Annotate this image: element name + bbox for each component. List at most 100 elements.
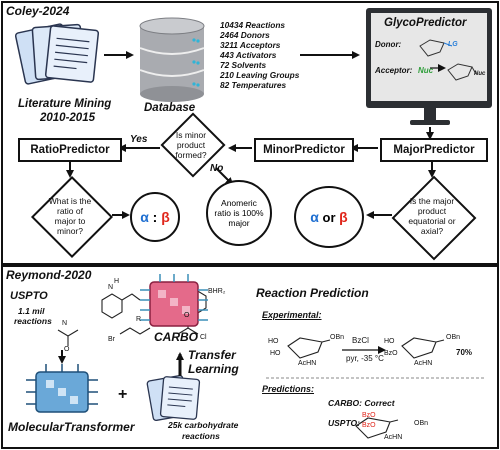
database-label: Database — [144, 102, 196, 114]
plus-sign: + — [118, 386, 128, 403]
anomeric-line2: ratio is 100% — [214, 208, 264, 218]
major-q-line4: axial? — [420, 226, 444, 236]
uspto-obn-label: OBn — [414, 420, 429, 427]
database-icon — [139, 17, 205, 102]
donor-label: Donor: — [375, 40, 402, 49]
uspto-prediction-label: USPTO: — [328, 418, 360, 428]
carbo-label: CARBO — [154, 330, 198, 344]
mol-o-label: O — [64, 346, 70, 353]
major-q-line2: product — [417, 206, 447, 216]
ratio-decision-text: What is the ratio of major to minor? — [38, 196, 102, 236]
literature-years-label: 2010-2015 — [40, 112, 95, 124]
major-q-line3: equatorial or — [408, 216, 456, 226]
exp-ho-label-2: HO — [270, 350, 281, 357]
learning-label: Learning — [188, 362, 239, 376]
mol-n-label: N — [108, 284, 114, 291]
anomeric-line1: Anomeric — [221, 198, 257, 208]
stat-solvents: 72 Solvents — [220, 60, 267, 70]
prod-achn-label: AcHN — [414, 360, 433, 367]
exp-ho-label: HO — [268, 338, 279, 345]
no-label: No — [210, 163, 224, 174]
top-panel — [1, 1, 499, 265]
predictions-label: Predictions: — [262, 384, 315, 394]
alpha-symbol-2: α — [310, 209, 319, 225]
minor-q-line3: formed? — [175, 150, 207, 160]
molecular-transformer-label: MolecularTransformer — [8, 420, 135, 434]
beta-symbol: β — [161, 209, 170, 225]
carbohydrate-count-label: 25k carbohydrate — [168, 420, 239, 430]
mol-bhr2-label: BHR₂ — [208, 288, 226, 295]
or-text: or — [318, 209, 340, 225]
beta-symbol-2: β — [339, 209, 348, 225]
documents-icon — [14, 23, 100, 85]
mol-n-label-2: N — [62, 320, 68, 327]
yield-label: 70% — [456, 348, 473, 357]
nuc-label: Nuc — [418, 66, 434, 75]
yes-label: Yes — [130, 134, 148, 145]
ratio-q-line3: major to — [54, 216, 86, 226]
minor-q-line1: Is minor — [175, 130, 207, 140]
nuc-label-product: Nuc — [474, 71, 486, 77]
minor-decision-text: Is minor product formed? — [163, 130, 219, 160]
literature-mining-label: Literature Mining — [18, 98, 112, 110]
major-q-line1: Is the major — [409, 196, 455, 206]
uspto-sub-1: 1.1 mil — [18, 306, 45, 316]
bottom-panel — [1, 265, 499, 449]
uspto-label: USPTO — [10, 290, 48, 302]
molecular-transformer-chip-icon — [26, 364, 98, 413]
transfer-label: Transfer — [188, 348, 236, 362]
mol-h-label: H — [114, 278, 120, 285]
alpha-beta-ratio-circle: α : β — [130, 192, 180, 242]
mol-o-label-2: O — [184, 312, 190, 319]
exp-achn-label: AcHN — [298, 360, 317, 367]
reagent-bzcl: BzCl — [352, 336, 369, 345]
mol-r-label: R — [136, 316, 142, 323]
minor-predictor-box: MinorPredictor — [254, 138, 354, 162]
ratio-q-line4: minor? — [57, 226, 83, 236]
uspto-bzo-label-2: BzO — [362, 422, 376, 429]
prod-ho-label: HO — [384, 338, 395, 345]
major-decision-text: Is the major product equatorial or axial… — [398, 196, 466, 236]
reagent-conditions: pyr, -35 °C — [346, 354, 384, 363]
reaction-sketch-experimental — [287, 337, 445, 359]
uspto-sub-2: reactions — [14, 316, 52, 326]
carbohydrate-documents-icon — [146, 375, 201, 421]
mol-cl-label: Cl — [200, 334, 207, 341]
major-predictor-box: MajorPredictor — [380, 138, 488, 162]
acceptor-label: Acceptor: — [375, 66, 413, 75]
prod-bzo-label: BzO — [384, 350, 398, 357]
stat-activators: 443 Activators — [220, 50, 277, 60]
database-stats: 10434 Reactions 2464 Donors 3211 Accepto… — [220, 20, 299, 90]
carbo-correct-label: CARBO: Correct — [328, 398, 395, 408]
reaction-sketch-uspto — [355, 417, 399, 439]
minor-q-line2: product — [176, 140, 206, 150]
lg-label: LG — [448, 41, 458, 48]
reaction-prediction-title: Reaction Prediction — [256, 286, 369, 300]
experimental-label: Experimental: — [262, 310, 322, 320]
ratio-q-line1: What is the — [48, 196, 92, 206]
glyco-predictor-title: GlycoPredictor — [384, 17, 467, 29]
stat-temperatures: 82 Temperatures — [220, 80, 287, 90]
carbohydrate-reactions-label: reactions — [182, 431, 220, 441]
bottom-panel-title: Reymond-2020 — [6, 268, 92, 282]
ratio-predictor-box: RatioPredictor — [18, 138, 122, 162]
uspto-bzo-label-1: BzO — [362, 412, 376, 419]
stat-leaving-groups: 210 Leaving Groups — [220, 70, 300, 80]
prod-obn-label: OBn — [446, 334, 461, 341]
alpha-symbol: α — [140, 209, 149, 225]
stat-donors: 2464 Donors — [220, 30, 270, 40]
anomeric-line3: major — [228, 218, 250, 228]
stat-reactions: 10434 Reactions — [220, 20, 286, 30]
exp-obn-label: OBn — [330, 334, 345, 341]
top-panel-title: Coley-2024 — [6, 4, 70, 18]
alpha-or-beta-circle: α or β — [294, 186, 364, 248]
ratio-q-line2: ratio of — [57, 206, 83, 216]
uspto-achn-label: AcHN — [384, 434, 403, 441]
mol-br-label: Br — [108, 336, 115, 343]
stat-acceptors: 3211 Acceptors — [220, 40, 281, 50]
anomeric-circle: Anomeric ratio is 100% major — [206, 180, 272, 246]
ratio-colon: : — [148, 209, 162, 225]
carbo-chip-icon — [140, 274, 208, 327]
monitor-icon — [366, 8, 492, 125]
